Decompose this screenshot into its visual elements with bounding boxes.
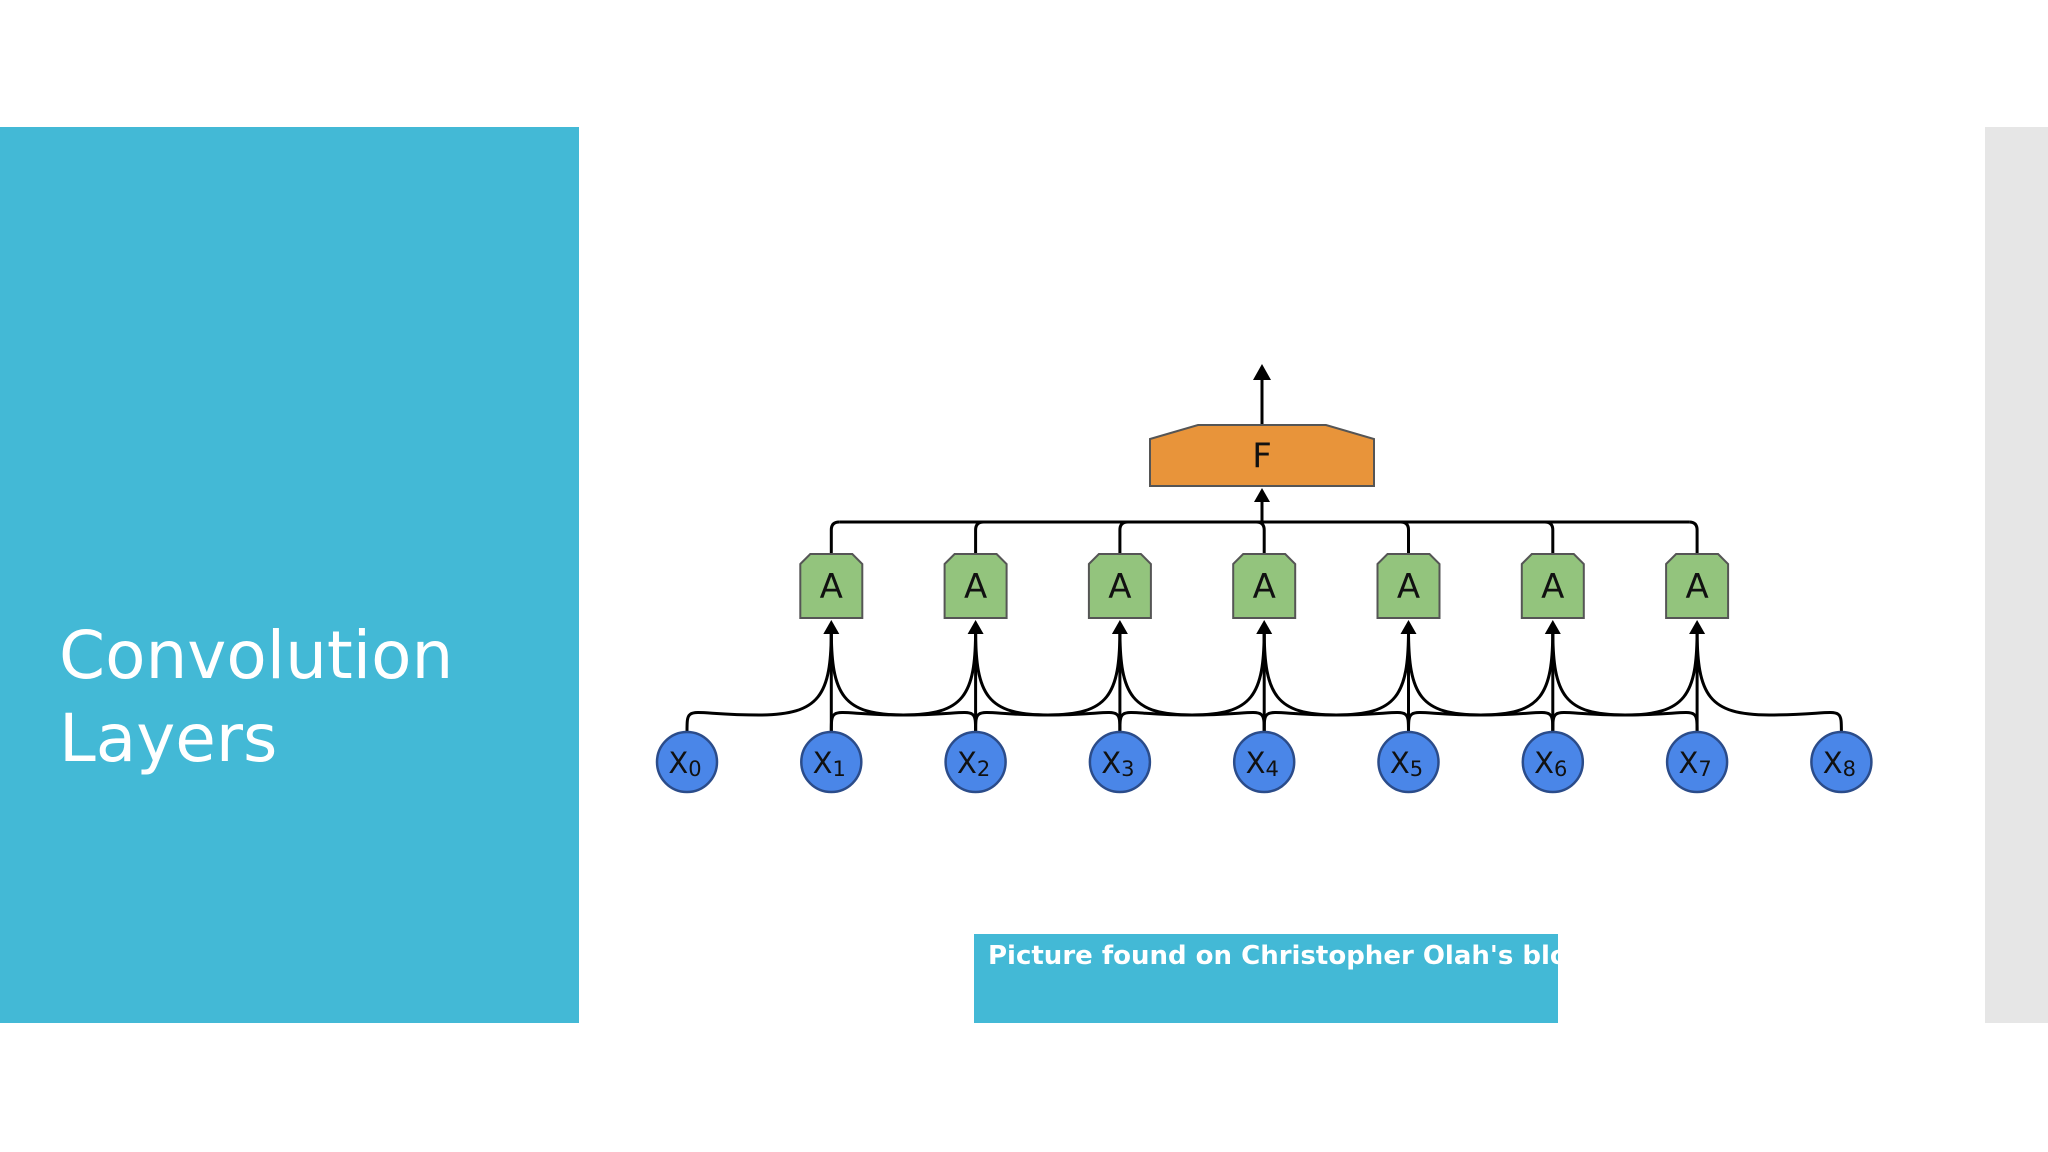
input-subscript-4: 4 — [1265, 757, 1278, 781]
bus-riser-2 — [1118, 520, 1128, 554]
edge-x6-to-a6 — [1551, 629, 1699, 733]
edge-x4-to-a4 — [1262, 629, 1410, 733]
edge-x3-to-a3 — [1118, 629, 1266, 733]
input-node-4 — [1232, 730, 1296, 794]
input-subscript-8: 8 — [1843, 757, 1856, 781]
input-node-6 — [1521, 730, 1585, 794]
arrowhead-a4 — [1400, 620, 1417, 634]
edge-x2-to-a2 — [974, 629, 1122, 733]
edge-x6-to-a4 — [1407, 629, 1555, 733]
edge-x7-to-a5 — [1551, 629, 1699, 733]
arrowhead-a6 — [1689, 620, 1706, 634]
a-block-2 — [1087, 553, 1152, 619]
a-block-1 — [943, 553, 1008, 619]
input-subscript-5: 5 — [1410, 757, 1423, 781]
arrowhead-a3 — [1256, 620, 1273, 634]
a-label-3: A — [1253, 567, 1276, 607]
right-edge-strip — [1985, 127, 2048, 1023]
bus-riser-1 — [974, 520, 984, 554]
edge-x3-to-a1 — [974, 629, 1122, 733]
arrowhead-a1 — [967, 620, 984, 634]
input-node-0 — [655, 730, 719, 794]
a-label-6: A — [1685, 567, 1708, 607]
edges — [685, 620, 1843, 733]
arrowhead-a0 — [823, 620, 840, 634]
input-node-3 — [1088, 730, 1152, 794]
input-subscript-2: 2 — [977, 757, 990, 781]
input-label-4: X4 — [1246, 746, 1279, 781]
title-panel: Convolution Layers — [0, 127, 579, 1023]
input-node-5 — [1377, 730, 1440, 794]
a-label-5: A — [1541, 567, 1564, 607]
output-arrowhead — [1253, 364, 1271, 380]
a-block-4 — [1376, 553, 1441, 619]
edge-x8-to-a6 — [1695, 629, 1843, 733]
a-label-2: A — [1108, 567, 1131, 607]
f-label: F — [1252, 437, 1272, 477]
bus-lines — [829, 364, 1699, 554]
a-block-0 — [799, 553, 864, 619]
a-label-1: A — [964, 567, 987, 607]
bus-riser-3 — [1256, 520, 1266, 554]
input-subscript-3: 3 — [1121, 757, 1134, 781]
input-node-7 — [1665, 730, 1729, 794]
input-subscript-7: 7 — [1698, 757, 1711, 781]
arrowhead-a2 — [1111, 620, 1128, 634]
bus-riser-0 — [829, 520, 840, 554]
input-label-1: X1 — [813, 746, 846, 781]
input-node-1 — [800, 730, 863, 794]
edge-x0-to-a0 — [685, 629, 833, 733]
title-line-1: Convolution — [59, 617, 454, 694]
a-block-5 — [1520, 553, 1585, 619]
f-block — [1149, 424, 1375, 487]
input-node-8 — [1810, 730, 1873, 794]
edge-x1-to-a1 — [829, 629, 978, 733]
bus-riser-5 — [1544, 520, 1555, 554]
edge-x4-to-a2 — [1118, 629, 1266, 733]
edge-x2-to-a0 — [829, 629, 978, 733]
arrowhead-a5 — [1544, 620, 1561, 634]
title-line-2: Layers — [59, 700, 278, 777]
input-subscript-0: 0 — [688, 757, 701, 781]
bus-riser-6 — [1689, 520, 1699, 554]
input-subscript-1: 1 — [833, 757, 846, 781]
edge-x5-to-a3 — [1262, 629, 1410, 733]
arrowhead-f — [1254, 488, 1270, 502]
input-subscript-6: 6 — [1554, 757, 1567, 781]
a-block-6 — [1665, 553, 1730, 619]
edge-x5-to-a5 — [1407, 629, 1555, 733]
input-label-2: X2 — [957, 746, 990, 781]
input-node-2 — [944, 730, 1007, 794]
slide-title: Convolution Layers — [59, 614, 559, 780]
a-label-4: A — [1397, 567, 1420, 607]
caption-text: Picture found on Christopher Olah's blog… — [988, 941, 1614, 971]
bus-riser-4 — [1400, 520, 1410, 554]
a-label-0: A — [820, 567, 843, 607]
a-block-3 — [1232, 553, 1297, 619]
caption-box: Picture found on Christopher Olah's blog… — [974, 934, 1614, 1023]
